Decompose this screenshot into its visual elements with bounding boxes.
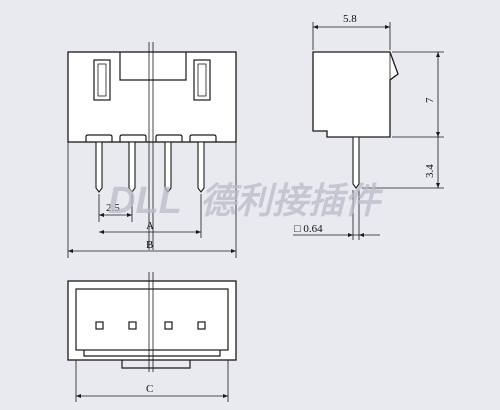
- pin-square-label: □ 0.64: [294, 223, 323, 235]
- front-view: [67, 42, 237, 250]
- side-height-dimension: [392, 51, 444, 138]
- side-housing: [312, 51, 399, 138]
- side-height-label: 7: [424, 97, 436, 103]
- front-lock-slot-right-inner: [197, 63, 207, 97]
- front-lock-slot-right: [193, 59, 211, 101]
- front-pins: [95, 141, 205, 193]
- dimension-c: [75, 360, 229, 402]
- dimension-b-label: B: [146, 239, 153, 251]
- pitch-label: 2.5: [106, 202, 120, 214]
- front-break-line: [148, 42, 154, 250]
- dimension-b: [67, 142, 237, 258]
- bottom-latch-tab: [121, 360, 191, 369]
- front-lock-slot-left: [93, 59, 111, 101]
- dimension-a-label: A: [146, 220, 154, 232]
- watermark-latin: DLL: [108, 180, 182, 222]
- side-pin: [352, 136, 360, 189]
- bottom-break-line: [148, 272, 154, 372]
- side-view: [312, 51, 399, 189]
- side-width-label: 5.8: [343, 13, 357, 25]
- front-standoffs: [85, 134, 217, 142]
- pitch-dimension: [98, 194, 133, 222]
- bottom-pin-holes: [95, 321, 206, 330]
- bottom-ledge: [83, 350, 221, 357]
- dimension-c-label: C: [146, 383, 153, 395]
- pin-square-dimension: [293, 190, 380, 240]
- pin-length-dimension: [362, 137, 444, 189]
- bottom-view: [67, 272, 237, 372]
- pin-length-label: 3.4: [424, 164, 436, 178]
- bottom-housing: [67, 280, 237, 361]
- dimension-a: [99, 194, 202, 238]
- side-width-dimension: [312, 22, 391, 50]
- front-lock-slot-left-inner: [97, 63, 107, 97]
- front-housing: [67, 51, 237, 143]
- bottom-inner-cavity: [75, 288, 229, 351]
- watermark-chinese: 德利接插件: [200, 181, 384, 222]
